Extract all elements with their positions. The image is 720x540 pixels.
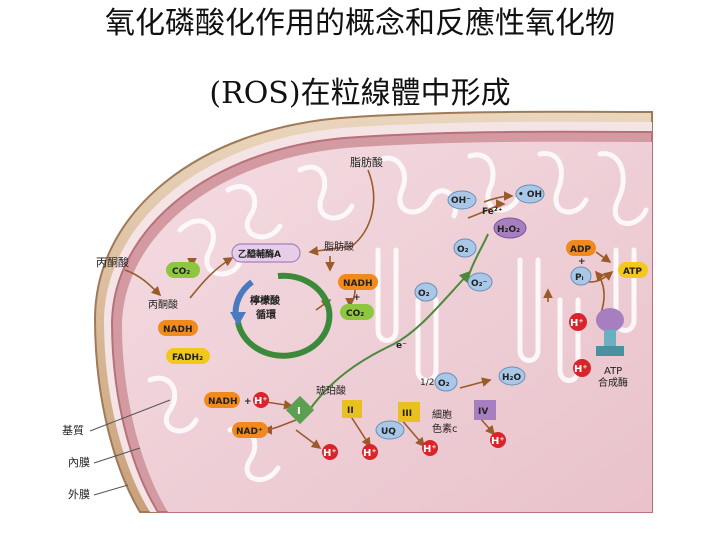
label-h-plus-atp-top: H⁺ xyxy=(570,318,584,329)
label-acetyl-coa: 乙醯輔酶A xyxy=(238,248,281,260)
uq-bubble xyxy=(375,420,405,440)
label-succinate: 琥珀酸 xyxy=(316,384,346,397)
label-fatty-acid-mid: 脂肪酸 xyxy=(324,240,354,253)
complex-iii xyxy=(398,402,420,422)
label-co2-right: CO₂ xyxy=(346,309,364,319)
h-plus-i xyxy=(322,444,338,460)
label-half: 1/2 xyxy=(420,378,434,388)
label-h2o2: H₂O₂ xyxy=(497,225,520,235)
o2-bubble-mid xyxy=(414,282,438,302)
label-inner-membrane: 內膜 xyxy=(68,456,90,469)
label-pyruvate-outer: 丙酮酸 xyxy=(96,255,129,269)
label-citric-cycle-1: 檸檬酸 xyxy=(250,294,281,307)
label-oh-minus: OH⁻ xyxy=(451,196,471,206)
label-electron: e⁻ xyxy=(396,341,407,351)
o2-minus-bubble xyxy=(467,272,493,292)
h2o-bubble xyxy=(498,366,526,386)
fadh2-pill xyxy=(166,348,210,364)
label-pyruvate-inner: 丙酮酸 xyxy=(148,298,178,311)
label-o2-top: O₂ xyxy=(457,245,469,255)
label-h-plus-iii: H⁺ xyxy=(423,444,437,455)
label-outer-membrane: 外膜 xyxy=(68,488,90,501)
label-atp-synthase-1: ATP xyxy=(604,366,622,377)
label-h-plus-i: H⁺ xyxy=(323,448,337,459)
nad-plus-pill xyxy=(232,422,268,438)
label-fadh2: FADH₂ xyxy=(172,353,203,363)
h-plus-iv xyxy=(490,432,506,448)
cristae xyxy=(147,151,649,482)
label-nad-plus: NAD⁺ xyxy=(236,427,263,437)
label-co2-left: CO₂ xyxy=(172,267,190,277)
label-plus-etc: + xyxy=(244,397,252,407)
label-plus-cycle: + xyxy=(353,293,361,303)
oh-radical-bubble xyxy=(515,184,545,204)
label-cytochrome-c-2: 色素c xyxy=(432,422,458,435)
label-nadh-left: NADH xyxy=(163,325,193,335)
label-complex-iii: III xyxy=(402,409,412,419)
h-plus-atp-top xyxy=(569,313,587,331)
co2-pill-right xyxy=(340,304,374,320)
complex-i xyxy=(285,395,315,425)
label-plus-adp: + xyxy=(578,257,586,267)
acetyl-coa-pill xyxy=(231,243,301,263)
leader-matrix xyxy=(89,399,171,432)
co2-pill-left xyxy=(166,262,200,278)
label-uq: UQ xyxy=(381,427,396,437)
h-plus-ii xyxy=(362,444,378,460)
o2-bubble-top xyxy=(453,238,477,258)
slide-title-line-1: 氧化磷酸化作用的概念和反應性氧化物 xyxy=(105,6,615,41)
leader-outer-membrane xyxy=(93,484,129,496)
label-o2-bottom: O₂ xyxy=(438,379,450,389)
electron-path xyxy=(307,233,489,413)
atp-pill xyxy=(618,262,648,278)
label-o2-mid: O₂ xyxy=(418,289,430,299)
label-nadh-right: NADH xyxy=(343,279,373,289)
oh-minus-bubble xyxy=(447,190,477,210)
label-oh-radical: • OH xyxy=(518,190,542,200)
label-o2-minus: O₂⁻ xyxy=(471,279,488,289)
nadh-pill-etc xyxy=(204,392,240,408)
label-h-plus-nadh: H⁺ xyxy=(254,396,268,407)
label-h-plus-iv: H⁺ xyxy=(491,436,505,447)
label-matrix: 基質 xyxy=(62,423,84,437)
label-nadh-etc: NADH xyxy=(208,397,238,407)
leader-inner-membrane xyxy=(93,447,141,464)
label-cytochrome-c-1: 細胞 xyxy=(432,408,452,421)
label-citric-cycle-2: 循環 xyxy=(256,308,277,321)
h-plus-nadh xyxy=(253,392,269,408)
pi-bubble xyxy=(570,266,592,286)
slide-title-line-2: (ROS)在粒線體中形成 xyxy=(209,76,511,111)
label-atp: ATP xyxy=(623,267,642,277)
h-plus-atp-bottom xyxy=(573,359,591,377)
pathway-arrows xyxy=(124,169,614,449)
label-atp-synthase-2: 合成酶 xyxy=(598,376,628,389)
citric-acid-cycle: 檸檬酸 循環 xyxy=(230,272,333,359)
complex-ii xyxy=(342,400,362,418)
label-complex-iv: IV xyxy=(478,407,488,417)
label-adp: ADP xyxy=(570,245,591,255)
label-pi: Pᵢ xyxy=(575,273,584,283)
label-fatty-acid-top: 脂肪酸 xyxy=(350,155,383,169)
adp-pill xyxy=(566,240,596,256)
atp-synthase xyxy=(596,308,624,356)
label-h-plus-atp-bottom: H⁺ xyxy=(574,364,588,375)
h2o2-bubble xyxy=(493,217,527,239)
h-plus-iii xyxy=(422,440,438,456)
label-complex-ii: II xyxy=(347,406,354,416)
label-complex-i: I xyxy=(297,406,301,417)
label-h2o: H₂O xyxy=(502,373,521,383)
complex-iv xyxy=(474,400,496,420)
label-h-plus-ii: H⁺ xyxy=(363,448,377,459)
nadh-pill-right xyxy=(338,274,378,290)
nadh-pill-left xyxy=(158,320,198,336)
label-fe2: Fe²⁺ xyxy=(482,207,503,217)
o2-bubble-bottom xyxy=(434,372,458,392)
